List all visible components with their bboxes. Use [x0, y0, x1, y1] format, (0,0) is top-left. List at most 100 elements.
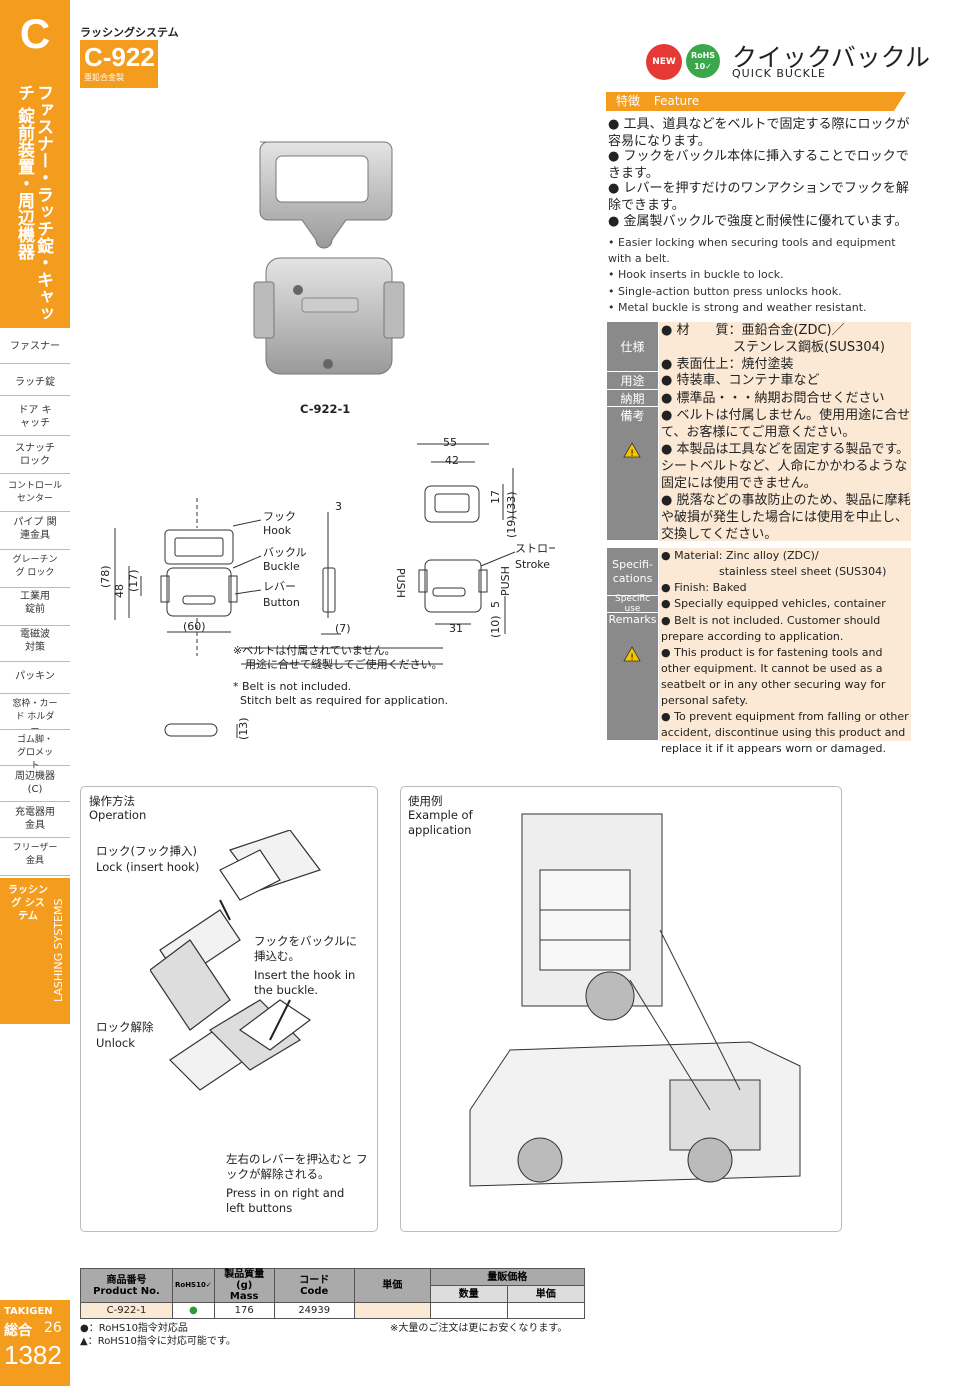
- delivery-label: 納期: [607, 390, 658, 407]
- sidebar: C ファスナー・ラッチ錠・キャッチ 錠前装置・周辺機器 ファスナー ラッチ錠 ド…: [0, 0, 70, 1386]
- remarks-values: ● ベルトは付属しません。使用用途に合せて、お客様にてご用意ください。 ● 本製…: [659, 407, 911, 542]
- insert-instruction: フックをバックルに 挿込む。: [254, 934, 358, 963]
- feature-item: ● フックをバックル本体に挿入することでロックできます。: [608, 149, 909, 181]
- dim-label: (10): [489, 615, 502, 638]
- sidebar-category-title: ファスナー・ラッチ錠・キャッチ 錠前装置・周辺機器: [14, 84, 53, 322]
- spec-values: ● 材 質：亜鉛合金(ZDC)／ ステンレス鋼板(SUS304) ● 表面仕上：…: [659, 322, 911, 372]
- model-code: C-922: [84, 42, 155, 72]
- lock-label: ロック(フック挿入): [96, 844, 197, 858]
- feature-item: ● 工具、道具などをベルトで固定する際にロックが容易になります。: [608, 117, 910, 149]
- dim-label: 17: [489, 490, 502, 504]
- warning-icon: !: [623, 442, 641, 458]
- sidebar-item[interactable]: フリーザー 金具: [0, 840, 70, 876]
- insert-instruction-en: Insert the hook in the buckle.: [254, 968, 356, 997]
- cell-unit: [506, 1302, 585, 1319]
- press-instruction: 左右のレバーを押込むと フックが解除される。: [226, 1152, 368, 1181]
- buckle-label-en: Buckle: [263, 560, 300, 573]
- remarks-label-en: Remarks: [607, 613, 658, 741]
- sidebar-item[interactable]: 充電器用 金具: [0, 804, 70, 838]
- push-label: PUSH: [499, 566, 512, 596]
- example-panel: [400, 786, 842, 1232]
- catalog-number: 26: [44, 1320, 62, 1336]
- hook-label-en: Hook: [263, 524, 292, 537]
- sidebar-item[interactable]: グレーチング ロック: [0, 552, 70, 588]
- remarks-values-en: ● Belt is not included. Customer should …: [659, 613, 911, 755]
- header-mass: 製品質量(g)Mass: [213, 1268, 275, 1303]
- example-title-en: Example of application: [408, 808, 473, 837]
- example-illustration: [469, 813, 801, 1187]
- product-photo: [253, 141, 405, 375]
- cell-product: C-922-1: [80, 1302, 173, 1319]
- spec-values-en: ● Material: Zinc alloy (ZDC)/ stainless …: [659, 548, 911, 596]
- sidebar-item[interactable]: ラッチ錠: [0, 366, 70, 396]
- sidebar-item[interactable]: パイプ 関連金具: [0, 514, 70, 550]
- sidebar-item-lashing[interactable]: ラッシング システム: [8, 885, 48, 922]
- push-label: PUSH: [394, 568, 407, 598]
- dim-label: (60): [183, 620, 206, 633]
- header-rohs: RoHS10✓: [172, 1268, 215, 1303]
- header-qty: 数量: [429, 1285, 508, 1303]
- footnote-bulk: ※大量のご注文は更にお安くなります。: [390, 1323, 568, 1334]
- dim-label: (7): [335, 622, 351, 635]
- stroke-label-en: Stroke: [515, 558, 550, 571]
- note-en: * Belt is not included.: [233, 680, 351, 693]
- unlock-label-en: Unlock: [96, 1036, 135, 1050]
- sidebar-item[interactable]: パッキン: [0, 664, 70, 694]
- sidebar-item-active-bg: [0, 878, 70, 1024]
- stroke-label: ストローク(4): [515, 542, 555, 555]
- cell-code: 24939: [273, 1302, 355, 1319]
- section-letter: C: [19, 10, 51, 57]
- sidebar-item[interactable]: ドア キャッチ: [0, 398, 70, 436]
- rohs-badge: RoHS 10✓: [686, 44, 720, 78]
- table-row: C-922-1 ● 176 24939: [80, 1302, 585, 1319]
- cell-qty: [429, 1302, 508, 1319]
- use-value-en: ● Specially equipped vehicles, container…: [659, 596, 911, 626]
- sidebar-category-block: [0, 0, 70, 328]
- feature-item-en: • Hook inserts in buckle to lock.: [608, 268, 784, 281]
- warning-icon: !: [623, 646, 641, 662]
- sidebar-item[interactable]: ファスナー: [0, 334, 70, 364]
- sidebar-item[interactable]: スナッチ ロック: [0, 438, 70, 474]
- sidebar-item[interactable]: ゴム脚・ グロメット: [0, 732, 70, 771]
- svg-text:!: !: [630, 449, 634, 458]
- operation-title-en: Operation: [89, 808, 147, 822]
- product-caption: C-922-1: [300, 402, 351, 416]
- cell-price: [353, 1302, 431, 1319]
- model-material: 亜鉛合金製: [84, 73, 124, 82]
- dim-label: 55: [443, 436, 457, 449]
- header-unit: 単価: [506, 1285, 585, 1303]
- svg-text:!: !: [630, 653, 634, 662]
- technical-drawing: フック Hook バックル Buckle レバー Button ストローク(4)…: [99, 436, 555, 740]
- sidebar-item[interactable]: 工業用 錠前: [0, 590, 70, 626]
- dim-label: 48: [113, 584, 126, 598]
- cell-rohs: ●: [172, 1302, 215, 1319]
- feature-label-en: Feature: [653, 94, 700, 108]
- footnote-rohs: ●：RoHS10指令対応品: [80, 1323, 188, 1334]
- use-label-en: Specific use: [607, 594, 658, 614]
- header-price: 単価: [353, 1268, 431, 1303]
- lever-label-en: Button: [263, 596, 300, 609]
- dim-label: (13): [237, 717, 250, 740]
- brand-name: TAKIGEN: [4, 1306, 53, 1317]
- sidebar-item[interactable]: 窓枠・カード ホルダー: [0, 696, 70, 735]
- remarks-label: 備考: [607, 407, 658, 541]
- feature-item: ● レバーを押すだけのワンアクションでフックを解除できます。: [608, 181, 909, 213]
- buckle-label: バックル: [263, 546, 307, 559]
- cell-mass: 176: [213, 1302, 275, 1319]
- note-en: Stitch belt as required for application.: [240, 694, 448, 707]
- use-value: ● 特装車、コンテナ車など: [659, 372, 911, 390]
- sidebar-active-en: LASHING SYSTEMS: [52, 898, 65, 1002]
- operation-panel: [80, 786, 378, 1232]
- sidebar-item[interactable]: コントロール センター: [0, 476, 70, 512]
- operation-illustration: [150, 830, 321, 1091]
- feature-header: 特徴 Feature: [606, 92, 906, 111]
- sidebar-item[interactable]: 電磁波 対策: [0, 628, 70, 662]
- sidebar-item[interactable]: 周辺機器 (C): [0, 768, 70, 802]
- spec-label: 仕様: [607, 322, 658, 372]
- dim-label: (17): [127, 569, 140, 592]
- sidebar-footer: TAKIGEN 総合 26 1382: [0, 1300, 70, 1386]
- catalog-label: 総合: [4, 1323, 32, 1339]
- dim-label: 42: [445, 454, 459, 467]
